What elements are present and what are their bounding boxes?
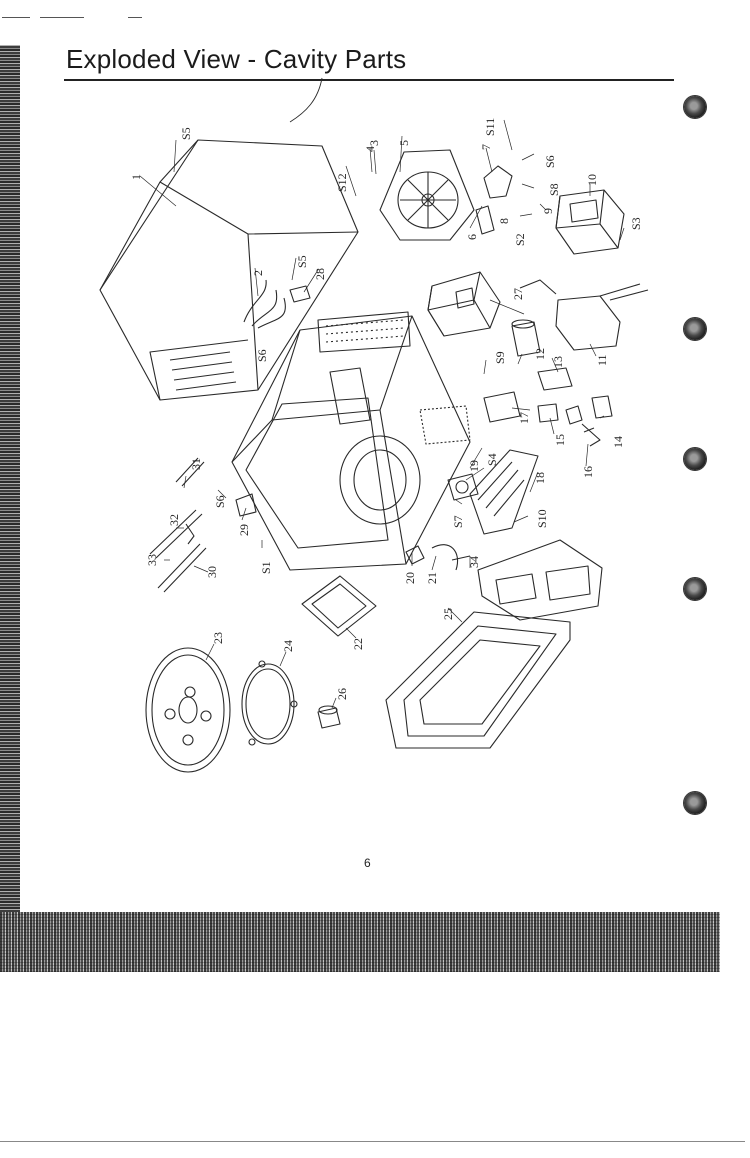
callout-S6-mid: S6	[255, 349, 269, 362]
callout-22: 22	[351, 638, 365, 650]
fan-assembly	[379, 149, 513, 241]
callout-28: 28	[313, 268, 327, 280]
callout-S7: S7	[451, 515, 465, 528]
callout-23: 23	[211, 632, 225, 644]
callout-15: 15	[553, 434, 567, 446]
page-number: 6	[364, 856, 371, 870]
callout-27: 27	[511, 288, 525, 300]
scan-speck	[128, 17, 142, 18]
callout-33: 33	[145, 554, 159, 566]
scan-speck	[2, 17, 30, 18]
cavity-frame	[231, 311, 471, 571]
callout-34: 34	[467, 556, 481, 568]
punch-hole	[684, 448, 706, 470]
callout-S2: S2	[513, 233, 527, 246]
capacitor-bracket	[519, 279, 649, 351]
callout-S3: S3	[629, 217, 643, 230]
scan-shadow-left	[0, 45, 20, 915]
callout-3: 3	[367, 140, 381, 146]
latch-parts	[405, 544, 471, 571]
punch-hole	[684, 318, 706, 340]
callout-2: 2	[251, 270, 265, 276]
magnetron	[427, 271, 501, 337]
callout-30: 30	[205, 566, 219, 578]
title-underline	[64, 79, 674, 81]
callout-7: 7	[479, 144, 493, 150]
callout-11: 11	[595, 354, 609, 366]
punch-hole	[684, 96, 706, 118]
wiring-harness	[243, 279, 311, 329]
hinge-parts	[149, 457, 257, 593]
coupler	[317, 705, 341, 729]
callout-16: 16	[581, 466, 595, 478]
callout-25: 25	[441, 608, 455, 620]
callout-4: 4	[363, 146, 377, 152]
callout-S9: S9	[493, 351, 507, 364]
callout-S5-case: S5	[179, 127, 193, 140]
callout-12: 12	[533, 348, 547, 360]
turntable-tray	[145, 647, 231, 773]
callout-21: 21	[425, 572, 439, 584]
punch-hole	[684, 578, 706, 600]
callout-S6-top: S6	[543, 155, 557, 168]
callout-1: 1	[129, 174, 143, 180]
roller-ring	[241, 660, 298, 746]
switch-parts	[447, 367, 613, 501]
callout-S8: S8	[547, 183, 561, 196]
callout-S5-inner: S5	[295, 255, 309, 268]
callout-18: 18	[533, 472, 547, 484]
callout-S6-hinge: S6	[213, 495, 227, 508]
callout-8: 8	[497, 218, 511, 224]
callout-labels: 1 2 3 4 5 6 7 8 9 10 11 12 13 14 15 16 1…	[129, 118, 643, 700]
callout-24: 24	[281, 640, 295, 652]
callout-S10: S10	[535, 509, 549, 528]
leader-lines	[139, 119, 625, 709]
callout-S12: S12	[335, 173, 349, 192]
callout-6: 6	[465, 234, 479, 240]
outer-case	[99, 139, 359, 401]
door	[385, 611, 571, 749]
callout-5: 5	[397, 140, 411, 146]
callout-S11: S11	[483, 118, 497, 136]
control-panel	[477, 539, 603, 621]
footer-rule	[0, 1141, 745, 1142]
callout-S4: S4	[485, 453, 499, 466]
waveguide-cover	[301, 575, 377, 637]
callout-9: 9	[541, 208, 555, 214]
callout-10: 10	[585, 174, 599, 186]
callout-13: 13	[551, 356, 565, 368]
control-panel-frame	[469, 449, 539, 535]
punch-hole	[684, 792, 706, 814]
callout-14: 14	[611, 436, 625, 448]
callout-S1: S1	[259, 561, 273, 574]
callout-29: 29	[237, 524, 251, 536]
capacitor	[511, 319, 541, 357]
callout-31: 31	[189, 458, 203, 470]
callout-20: 20	[403, 572, 417, 584]
callout-26: 26	[335, 688, 349, 700]
page-title: Exploded View - Cavity Parts	[66, 44, 407, 74]
callout-17: 17	[517, 412, 531, 424]
transformer	[555, 189, 625, 255]
callout-32: 32	[167, 514, 181, 526]
scan-speck	[40, 17, 84, 18]
callout-19: 19	[467, 460, 481, 472]
scan-shadow-bottom	[0, 912, 720, 972]
